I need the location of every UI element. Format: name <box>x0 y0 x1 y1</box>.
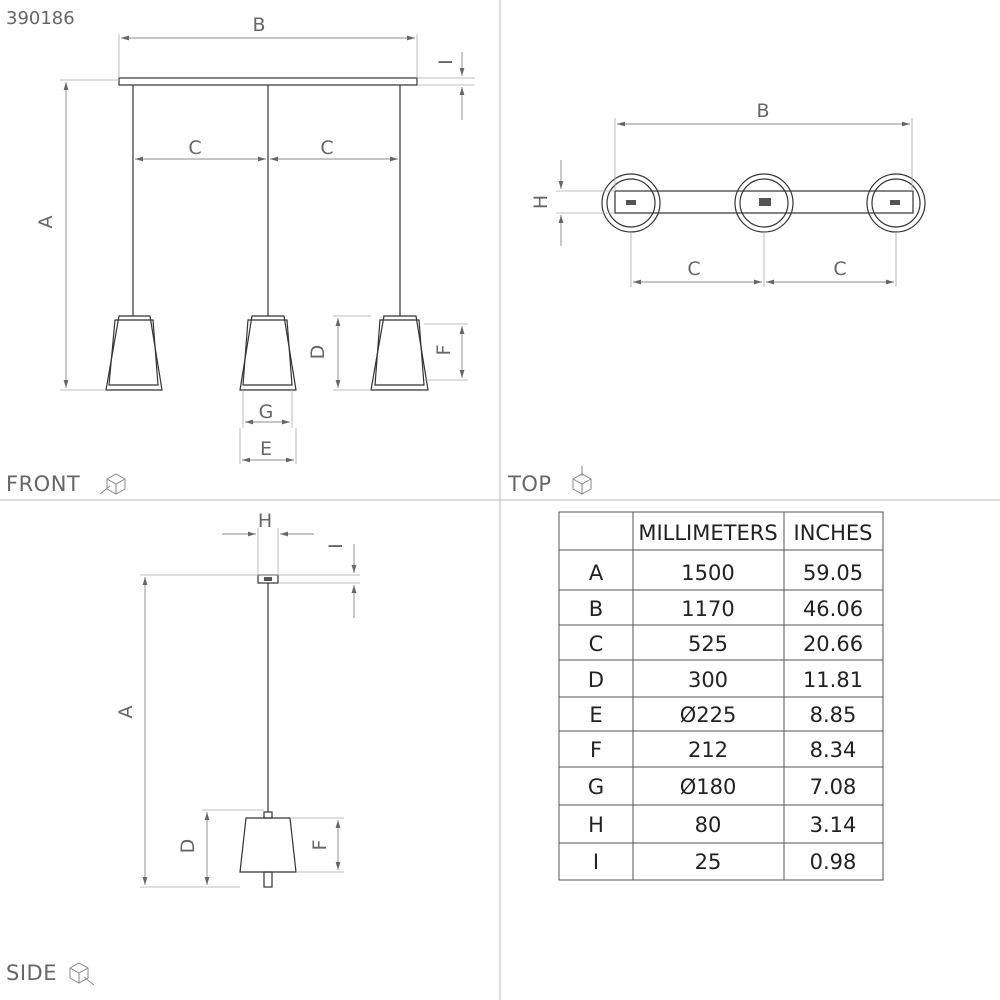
dim-label-B-front: B <box>252 14 265 36</box>
table-cell-key: G <box>588 775 604 799</box>
dim-label-C-top-left: C <box>687 258 700 280</box>
product-code: 390186 <box>6 8 75 29</box>
dim-label-E-front: E <box>260 438 272 460</box>
table-row: D 300 11.81 <box>588 668 863 692</box>
dim-label-H-top: H <box>530 195 552 209</box>
dim-label-D-side: D <box>177 839 199 854</box>
dim-label-F-side: F <box>309 840 331 851</box>
table-cell-key: C <box>589 632 604 656</box>
dim-label-I-side: I <box>325 543 347 549</box>
table-cell-in: 8.34 <box>810 738 857 762</box>
table-cell-in: 7.08 <box>810 775 857 799</box>
dim-label-D-front: D <box>307 345 329 360</box>
table-cell-in: 0.98 <box>810 850 857 874</box>
table-cell-key: F <box>590 738 602 762</box>
front-shade-middle <box>239 315 297 391</box>
top-view: B H C C <box>530 100 926 287</box>
table-row: G Ø180 7.08 <box>588 775 857 799</box>
table-row: F 212 8.34 <box>590 738 856 762</box>
table-cell-mm: Ø225 <box>680 703 737 727</box>
dim-label-C-front-left: C <box>188 137 201 159</box>
table-cell-key: E <box>589 703 602 727</box>
front-shade-right <box>370 315 429 391</box>
front-canopy <box>118 77 418 86</box>
table-row: I 25 0.98 <box>593 850 856 874</box>
table-cell-mm: 525 <box>688 632 728 656</box>
table-header-inches: INCHES <box>794 521 873 545</box>
cube-icon <box>99 473 126 495</box>
table-cell-key: A <box>589 561 604 585</box>
front-shade-left <box>105 315 163 391</box>
cube-icon <box>572 466 592 495</box>
table-row: H 80 3.14 <box>588 813 856 837</box>
table-cell-in: 20.66 <box>803 632 863 656</box>
table-cell-in: 46.06 <box>803 597 863 621</box>
table-header-millimeters: MILLIMETERS <box>638 521 777 545</box>
table-row: B 1170 46.06 <box>589 597 863 621</box>
table-cell-key: H <box>588 813 604 837</box>
table-cell-mm: 212 <box>688 738 728 762</box>
dim-label-G-front: G <box>259 401 274 423</box>
table-cell-in: 11.81 <box>803 668 863 692</box>
dimensions-table: MILLIMETERS INCHES A 1500 59.05 B 1170 4… <box>558 511 884 881</box>
table-row: C 525 20.66 <box>589 632 863 656</box>
side-view: H I A D F <box>115 510 360 888</box>
table-cell-key: D <box>588 668 604 692</box>
front-view-label: FRONT <box>6 472 80 496</box>
dim-label-F-front: F <box>433 345 455 356</box>
dim-label-C-top-right: C <box>833 258 846 280</box>
table-cell-key: I <box>593 850 599 874</box>
table-cell-key: B <box>589 597 603 621</box>
dim-label-A-side: A <box>115 706 137 719</box>
table-cell-mm: 1170 <box>681 597 734 621</box>
table-cell-in: 3.14 <box>810 813 857 837</box>
cube-icon <box>69 962 95 986</box>
side-shade <box>239 817 297 873</box>
dim-label-B-top: B <box>756 100 769 122</box>
table-cell-mm: 25 <box>695 850 722 874</box>
dim-label-H-side: H <box>258 510 272 532</box>
dim-label-C-front-right: C <box>320 137 333 159</box>
front-view: B I C C A D F G E <box>35 14 475 464</box>
table-cell-mm: Ø180 <box>680 775 737 799</box>
dim-label-A-front: A <box>35 216 57 229</box>
table-cell-in: 8.85 <box>810 703 857 727</box>
table-cell-mm: 1500 <box>681 561 734 585</box>
top-canopy <box>614 190 914 214</box>
table-cell-mm: 300 <box>688 668 728 692</box>
table-row: A 1500 59.05 <box>589 561 863 585</box>
table-row: E Ø225 8.85 <box>589 703 856 727</box>
top-view-label: TOP <box>507 472 552 496</box>
table-cell-in: 59.05 <box>803 561 863 585</box>
side-view-label: SIDE <box>6 961 57 985</box>
dim-label-I-front: I <box>435 59 457 65</box>
table-cell-mm: 80 <box>695 813 722 837</box>
